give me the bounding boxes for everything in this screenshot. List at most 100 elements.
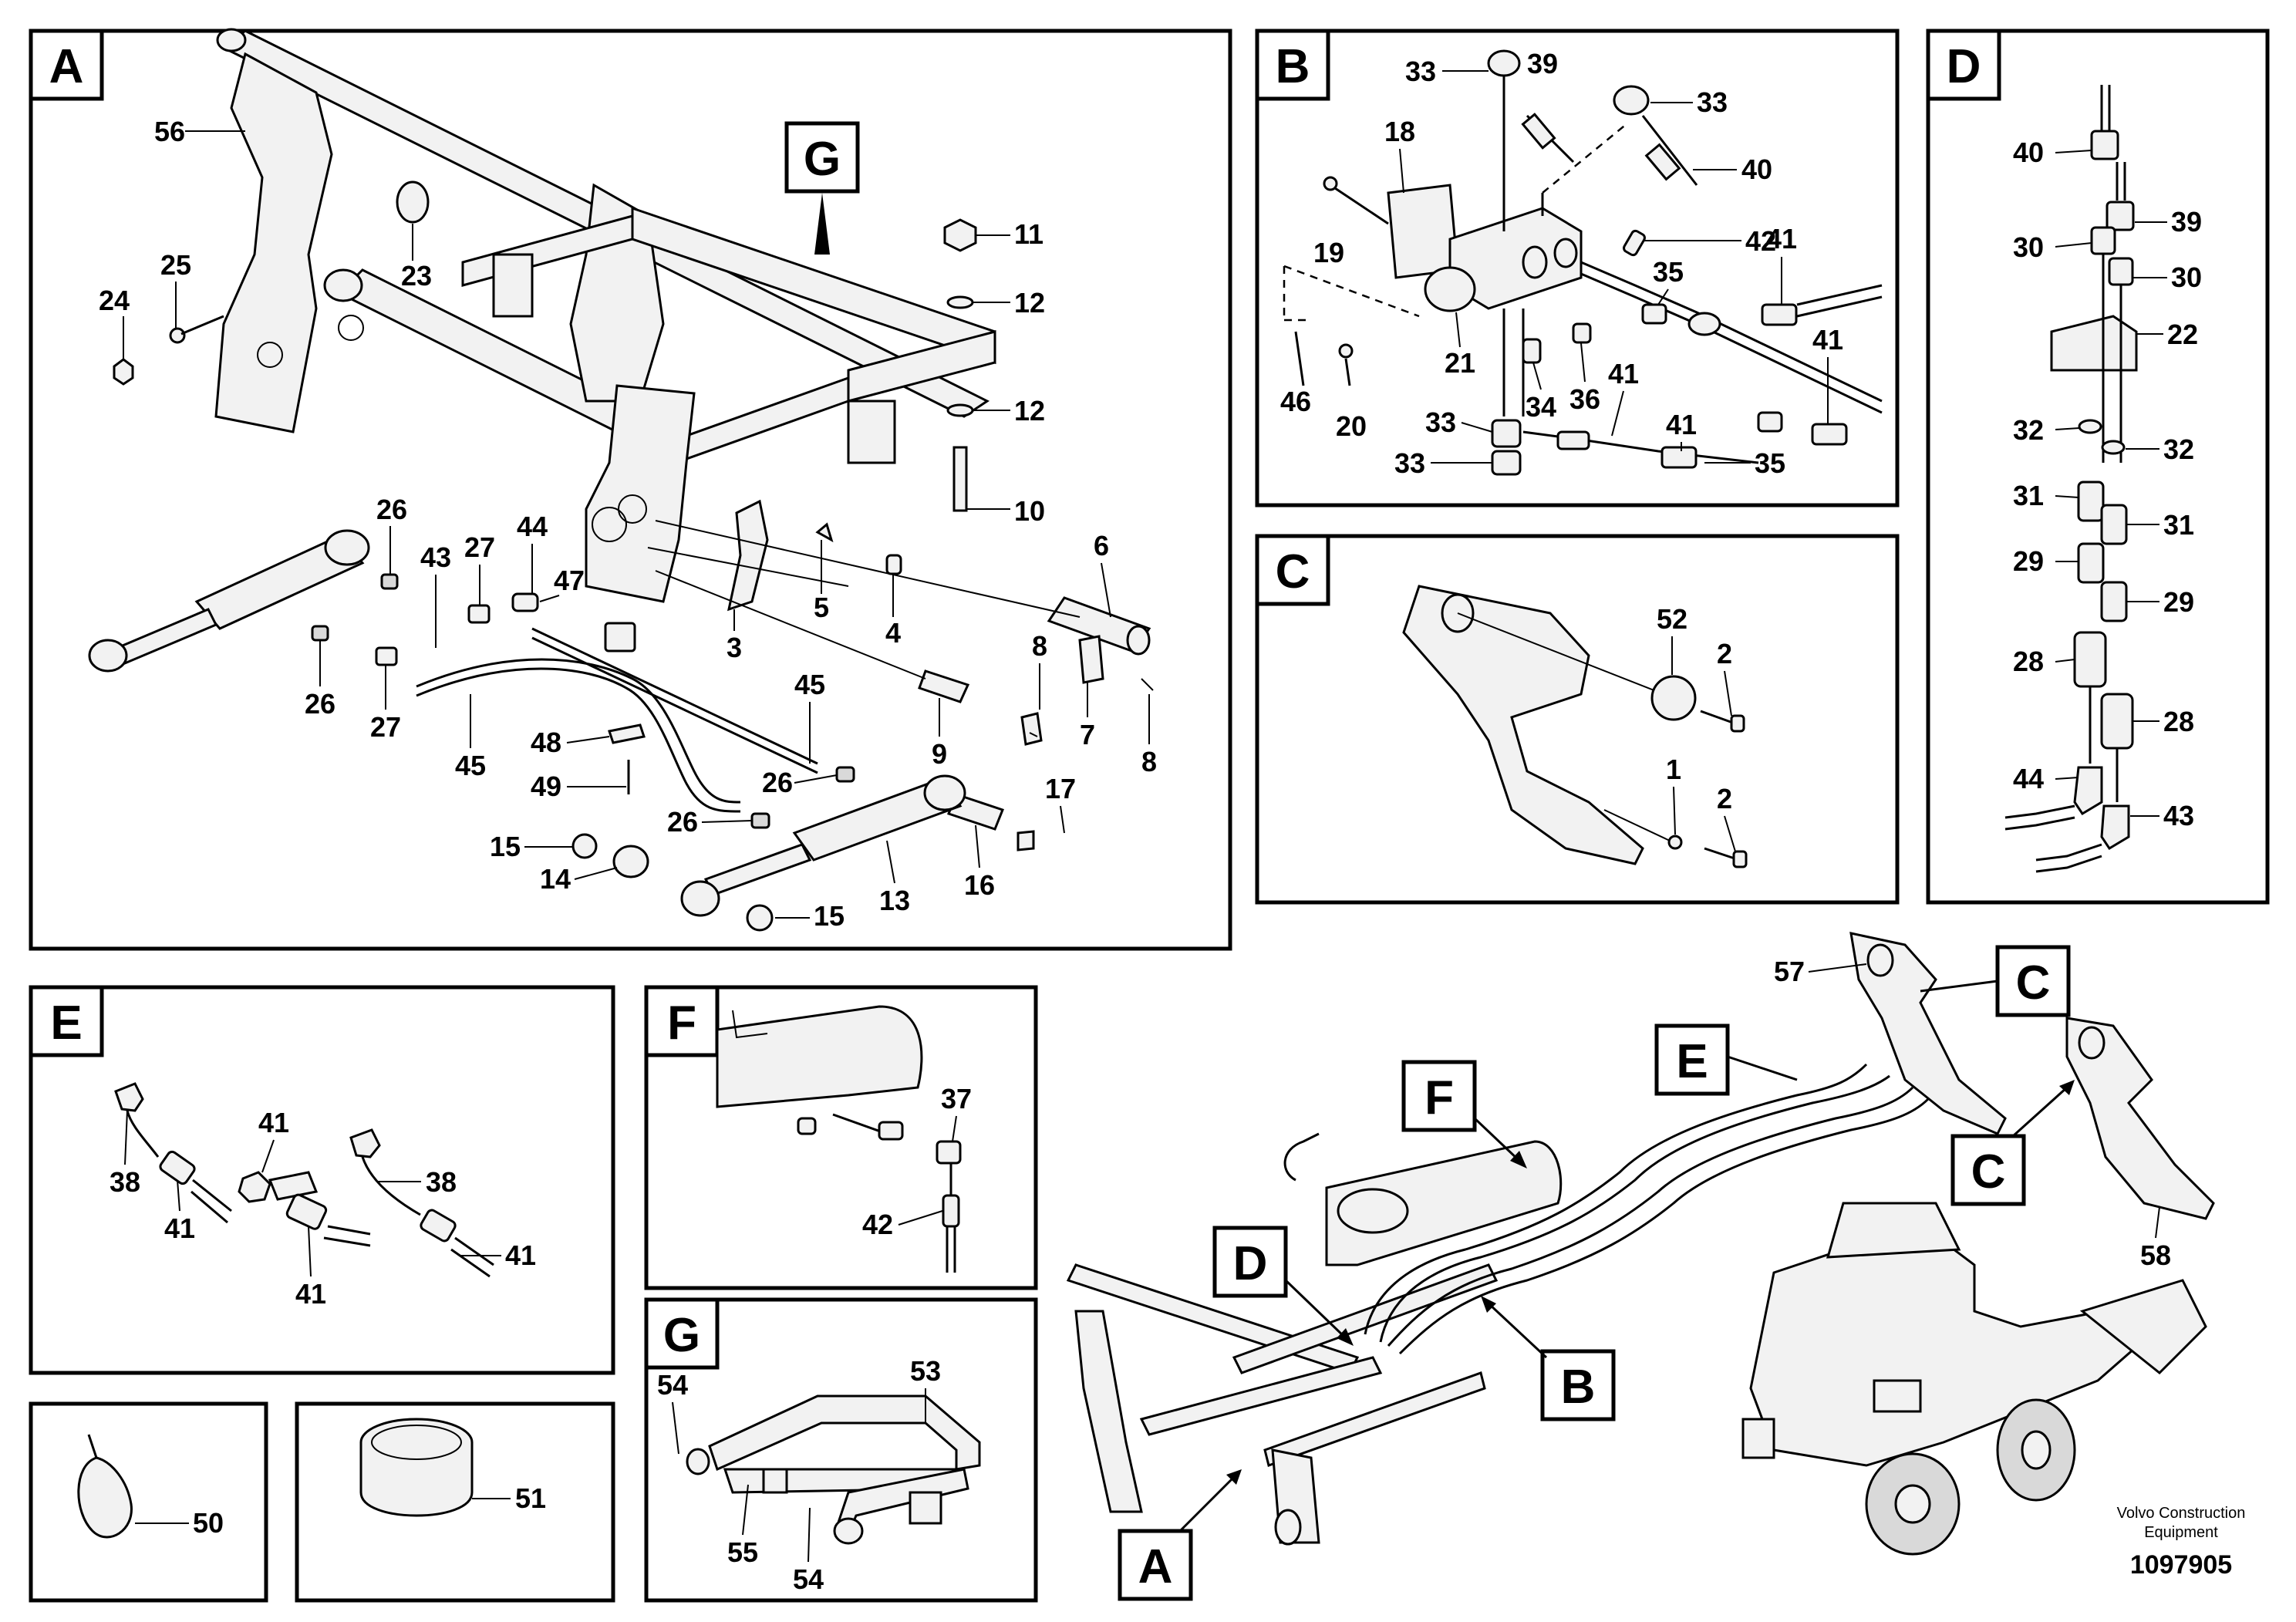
svg-text:44: 44 — [517, 511, 548, 542]
svg-text:57: 57 — [1774, 956, 1805, 987]
svg-text:C: C — [1971, 1145, 2006, 1199]
panel-a-label: A — [29, 29, 104, 101]
svg-text:29: 29 — [2013, 545, 2044, 577]
svg-text:7: 7 — [1080, 719, 1095, 750]
panel-f-frame — [644, 985, 1038, 1290]
svg-text:45: 45 — [794, 669, 825, 700]
svg-text:18: 18 — [1384, 116, 1415, 147]
overview-label-f: F — [1401, 1060, 1527, 1168]
svg-text:29: 29 — [2163, 586, 2194, 618]
panel-b-frame — [1255, 29, 1900, 508]
overview-label-b: B — [1481, 1296, 1616, 1421]
svg-text:A: A — [1138, 1540, 1173, 1593]
svg-text:54: 54 — [657, 1369, 688, 1401]
svg-text:52: 52 — [1657, 603, 1687, 635]
svg-text:11: 11 — [1014, 218, 1043, 250]
svg-text:C: C — [2016, 956, 2051, 1010]
svg-text:16: 16 — [964, 869, 995, 901]
overview-label-e: E — [1654, 1023, 1798, 1096]
svg-text:15: 15 — [814, 900, 845, 932]
svg-text:A: A — [49, 40, 84, 93]
overview-label-c-upper: C — [1920, 945, 2071, 1017]
svg-text:D: D — [1947, 40, 1981, 93]
svg-text:17: 17 — [1045, 773, 1076, 804]
svg-text:41: 41 — [258, 1107, 289, 1138]
svg-text:8: 8 — [1141, 746, 1157, 777]
svg-text:20: 20 — [1336, 410, 1367, 442]
svg-text:38: 38 — [426, 1166, 457, 1198]
svg-text:44: 44 — [2013, 763, 2044, 794]
svg-text:41: 41 — [1608, 358, 1639, 389]
svg-text:13: 13 — [879, 885, 910, 916]
svg-text:37: 37 — [941, 1083, 972, 1114]
svg-text:32: 32 — [2163, 433, 2194, 465]
svg-text:41: 41 — [1812, 324, 1843, 356]
svg-text:41: 41 — [1666, 409, 1697, 440]
svg-text:49: 49 — [531, 771, 561, 802]
panel-c-drawing — [1402, 585, 1748, 868]
panel-b-drawing — [1283, 49, 1883, 476]
svg-text:33: 33 — [1697, 86, 1728, 118]
svg-text:27: 27 — [370, 711, 401, 743]
svg-text:21: 21 — [1445, 347, 1475, 379]
svg-text:8: 8 — [1032, 630, 1047, 662]
svg-text:23: 23 — [401, 260, 432, 292]
credit-block: Volvo Construction Equipment 1097905 — [2117, 1505, 2246, 1580]
panel-a-frame — [29, 29, 1232, 951]
svg-text:3: 3 — [727, 632, 742, 663]
svg-text:D: D — [1233, 1237, 1268, 1290]
svg-text:35: 35 — [1755, 447, 1785, 479]
svg-text:55: 55 — [727, 1536, 758, 1568]
panel-e-frame — [29, 985, 615, 1375]
svg-text:51: 51 — [515, 1482, 546, 1514]
svg-text:2: 2 — [1717, 638, 1732, 669]
svg-text:6: 6 — [1094, 530, 1109, 561]
svg-text:10: 10 — [1014, 495, 1045, 527]
svg-text:26: 26 — [667, 806, 698, 838]
overview-drawing — [1066, 932, 2215, 1556]
svg-text:G: G — [663, 1309, 700, 1362]
panel-d-label: D — [1926, 29, 2001, 101]
svg-text:E: E — [1676, 1035, 1708, 1088]
svg-text:41: 41 — [1766, 223, 1797, 255]
svg-text:34: 34 — [1526, 391, 1556, 423]
svg-text:25: 25 — [160, 249, 191, 281]
svg-text:1: 1 — [1666, 754, 1681, 785]
svg-text:43: 43 — [420, 541, 451, 573]
svg-text:39: 39 — [2171, 206, 2202, 238]
svg-text:22: 22 — [2167, 319, 2198, 350]
svg-text:42: 42 — [1745, 225, 1776, 257]
clamp-50-drawing: 50 — [77, 1434, 224, 1539]
panel-g-drawing — [686, 1394, 981, 1545]
svg-text:54: 54 — [793, 1563, 824, 1595]
svg-text:43: 43 — [2163, 800, 2194, 831]
panel-d-drawing — [2004, 85, 2138, 873]
svg-text:46: 46 — [1280, 386, 1311, 417]
svg-text:28: 28 — [2013, 646, 2044, 677]
svg-text:33: 33 — [1405, 56, 1436, 87]
svg-text:30: 30 — [2013, 231, 2044, 263]
panel-c-callouts: 52 2 1 2 — [1657, 603, 1736, 852]
panel-g-callouts: 54 53 55 54 — [657, 1355, 941, 1595]
svg-text:58: 58 — [2140, 1239, 2171, 1271]
svg-text:45: 45 — [455, 750, 486, 781]
panel-a-callouts: 56 25 24 23 11 12 12 10 26 43 27 44 47 6… — [99, 116, 1157, 932]
svg-text:39: 39 — [1527, 48, 1558, 79]
svg-text:F: F — [1424, 1071, 1454, 1125]
panel-b-callouts: 33 39 33 18 40 19 42 41 35 41 21 46 20 3… — [1280, 48, 1843, 479]
svg-text:50: 50 — [193, 1507, 224, 1539]
svg-text:26: 26 — [376, 494, 407, 525]
svg-text:9: 9 — [932, 738, 947, 770]
overview-callouts: 57 58 — [1774, 956, 2171, 1271]
svg-text:C: C — [1276, 545, 1310, 599]
svg-text:56: 56 — [154, 116, 185, 147]
svg-text:B: B — [1561, 1361, 1596, 1414]
svg-text:42: 42 — [862, 1209, 893, 1240]
svg-text:33: 33 — [1394, 447, 1425, 479]
svg-text:41: 41 — [295, 1278, 326, 1310]
overview-label-d: D — [1212, 1226, 1354, 1346]
panel-g-label: G — [644, 1297, 720, 1370]
panel-e-drawing — [114, 1082, 494, 1278]
panel-e-callouts: 41 38 38 41 41 41 — [110, 1107, 536, 1310]
